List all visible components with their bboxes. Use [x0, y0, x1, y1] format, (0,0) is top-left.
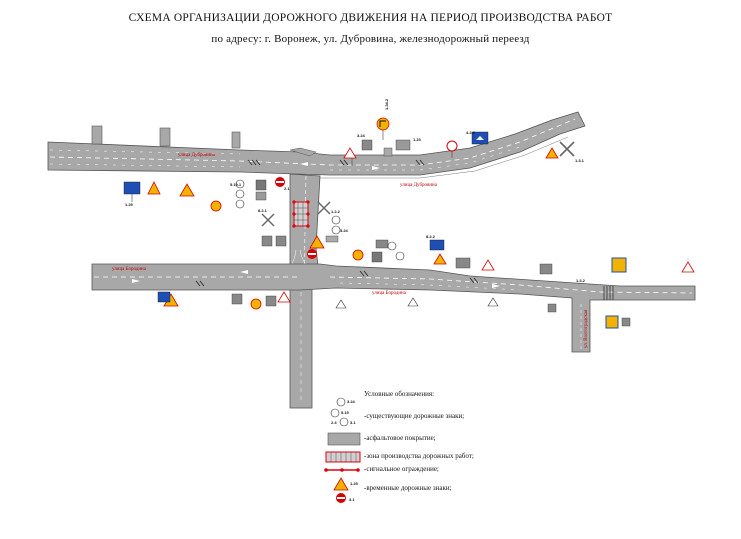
page-title: СХЕМА ОРГАНИЗАЦИИ ДОРОЖНОГО ДВИЖЕНИЯ НА …: [128, 12, 613, 24]
street-label-borodina-2: улица Бородина: [372, 291, 407, 296]
legend-work-zone: -зона производства дорожных работ;: [364, 452, 474, 460]
upper-road: улица Дубровина улица Дубровина: [47, 111, 586, 188]
page-subtitle: по адресу: г. Воронеж, ул. Дубровина, же…: [211, 33, 530, 45]
svg-text:3.24: 3.24: [357, 133, 366, 138]
legend-asphalt: -асфальтовое покрытие;: [364, 434, 436, 442]
sign-circle-top-icon: [446, 140, 458, 158]
svg-text:1.34.2: 1.34.2: [384, 98, 389, 110]
svg-text:8.2.1: 8.2.1: [258, 208, 268, 213]
road-signs: 1.34.2 3.24 1.23 4.2.3 1.3.1: [123, 98, 695, 329]
lower-road: улица Бородина улица Бородина ул. Волгог…: [91, 263, 696, 353]
sign-stop-upper-icon: [275, 177, 285, 187]
legend-heading: Условные обозначения:: [364, 390, 435, 398]
sign-right-connector-icon: [307, 215, 341, 259]
svg-text:1.2.2: 1.2.2: [331, 209, 341, 214]
svg-text:1.25: 1.25: [125, 202, 134, 207]
legend-temporary-signs: -временные дорожные знаки;: [364, 484, 452, 492]
legend-existing-signs: -существующие дорожные знаки;: [364, 412, 465, 420]
sign-roadwork-top-icon: [545, 147, 559, 159]
svg-text:3.24: 3.24: [347, 399, 356, 404]
sign-lower-left-icon: [157, 291, 499, 310]
svg-text:3.1: 3.1: [350, 420, 356, 425]
sign-cross-left-icon: [261, 213, 275, 227]
legend-barrier: -сигнальное ограждение;: [364, 465, 439, 473]
svg-text:1.23: 1.23: [413, 137, 422, 142]
legend-graphics: 3.24 2.4 5.19 3.1 1.25 3.1: [324, 397, 361, 503]
sign-group-top-1-icon: [343, 139, 373, 166]
svg-text:5.19.1: 5.19.1: [230, 182, 242, 187]
svg-text:1.3.1: 1.3.1: [575, 158, 585, 163]
svg-text:1.3.2: 1.3.2: [576, 278, 586, 283]
svg-text:1.25: 1.25: [350, 481, 359, 486]
work-zone: [292, 200, 310, 228]
sign-blue-top-icon: [471, 131, 489, 145]
svg-text:2.4: 2.4: [331, 420, 337, 425]
street-label-side: ул. Волгоградская: [584, 309, 589, 348]
svg-text:2.1: 2.1: [284, 186, 290, 191]
street-label-borodina-1: улица Бородина: [112, 267, 147, 272]
sign-left-connector-icon: [261, 235, 287, 247]
cross-sign-mid-icon: [317, 201, 331, 215]
svg-text:3.1: 3.1: [349, 497, 355, 502]
svg-text:4.2.3: 4.2.3: [466, 130, 476, 135]
street-label-dubrovina-1: улица Дубровина: [178, 153, 216, 158]
street-label-dubrovina-2: улица Дубровина: [400, 183, 438, 188]
svg-text:5.19: 5.19: [341, 410, 350, 415]
sign-group-top-2-icon: [383, 139, 411, 157]
sign-cluster-mid-icon: [352, 239, 471, 269]
sign-cluster-left-icon: [210, 179, 267, 212]
sign-yellow-upper-icon: [179, 183, 195, 197]
svg-text:3.24: 3.24: [340, 228, 349, 233]
svg-text:8.2.2: 8.2.2: [426, 234, 436, 239]
cross-sign-icon: [559, 141, 575, 157]
sign-blue-left-icon: [123, 181, 161, 202]
sign-yellow-right-icon: [547, 257, 695, 329]
sign-tri-right-icon: [481, 259, 553, 275]
sign-arrow-turn-icon: [376, 117, 390, 140]
